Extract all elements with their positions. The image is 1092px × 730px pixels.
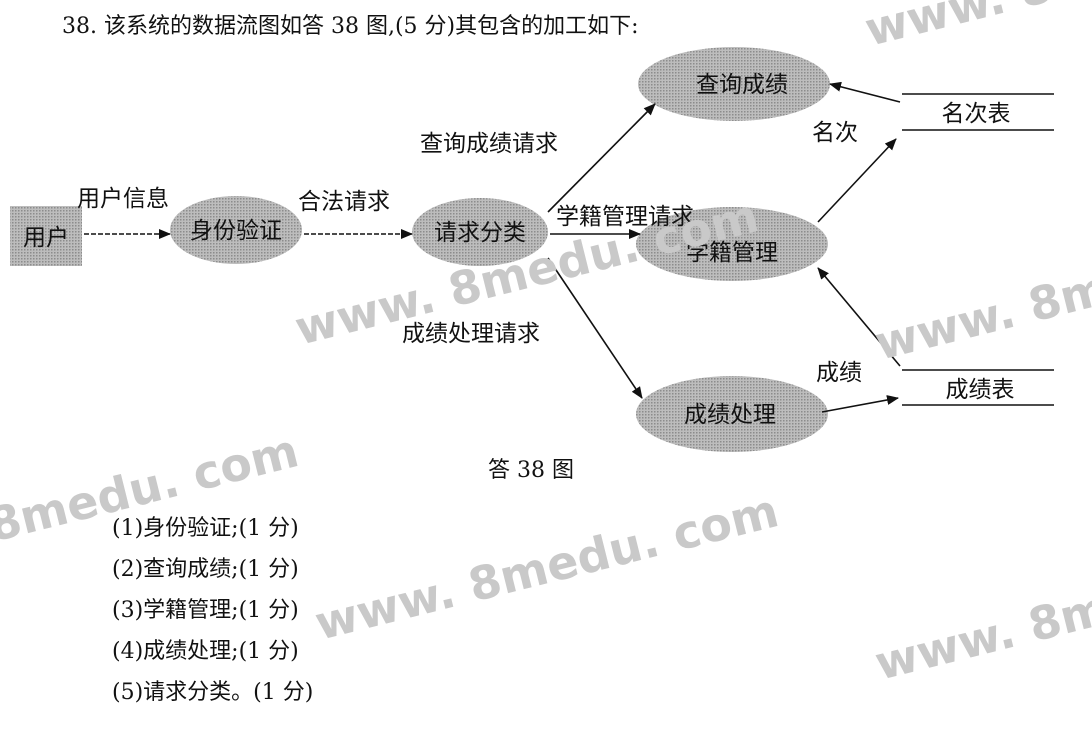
store-score-label: 成绩表 — [946, 377, 1015, 403]
flow-student-to-rankstore — [817, 138, 897, 223]
question-heading: 38. 该系统的数据流图如答 38 图,(5 分)其包含的加工如下: — [62, 14, 639, 39]
answer-item: (5)请求分类。(1 分) — [112, 680, 314, 705]
flow-label-user-info: 用户信息 — [77, 186, 169, 212]
flow-label-query-request: 查询成绩请求 — [420, 131, 558, 157]
answer-item: (2)查询成绩;(1 分) — [112, 557, 299, 582]
flow-label-student-request: 学籍管理请求 — [556, 204, 694, 230]
process-student — [636, 207, 828, 281]
flow-classify-to-query — [547, 103, 656, 213]
answer-item: (4)成绩处理;(1 分) — [112, 639, 299, 664]
flow-grade-to-scorestore — [821, 395, 899, 413]
process-classify-label: 请求分类 — [434, 220, 526, 246]
process-grade-label: 成绩处理 — [684, 402, 776, 428]
entity-user-label: 用户 — [23, 225, 69, 251]
process-query-label: 查询成绩 — [696, 72, 788, 98]
flow-rankstore-to-query — [829, 81, 901, 103]
flow-label-legal-request: 合法请求 — [298, 189, 390, 215]
process-student-label: 学籍管理 — [686, 240, 778, 266]
watermark: www. 8medu. com — [870, 523, 1092, 690]
process-auth-label: 身份验证 — [190, 218, 282, 244]
flow-label-rank: 名次 — [812, 120, 858, 146]
process-auth — [170, 196, 302, 264]
answer-list: (1)身份验证;(1 分) (2)查询成绩;(1 分) (3)学籍管理;(1 分… — [112, 508, 313, 713]
entity-user — [10, 206, 82, 266]
process-grade — [636, 376, 828, 452]
watermark: www. 8medu. com — [860, 0, 1092, 57]
flow-classify-to-grade — [547, 257, 643, 399]
store-rank-label: 名次表 — [942, 101, 1011, 127]
answer-item: (1)身份验证;(1 分) — [112, 516, 299, 541]
process-classify — [412, 198, 548, 266]
process-query — [638, 47, 830, 121]
figure-caption: 答 38 图 — [488, 458, 574, 483]
answer-item: (3)学籍管理;(1 分) — [112, 598, 299, 623]
flow-label-grade-request: 成绩处理请求 — [402, 321, 540, 347]
watermark: www. 8medu. com — [870, 203, 1092, 370]
flow-label-score: 成绩 — [816, 360, 862, 386]
watermark: www. 8medu. com — [310, 483, 784, 650]
flow-scorestore-to-student — [817, 267, 901, 367]
